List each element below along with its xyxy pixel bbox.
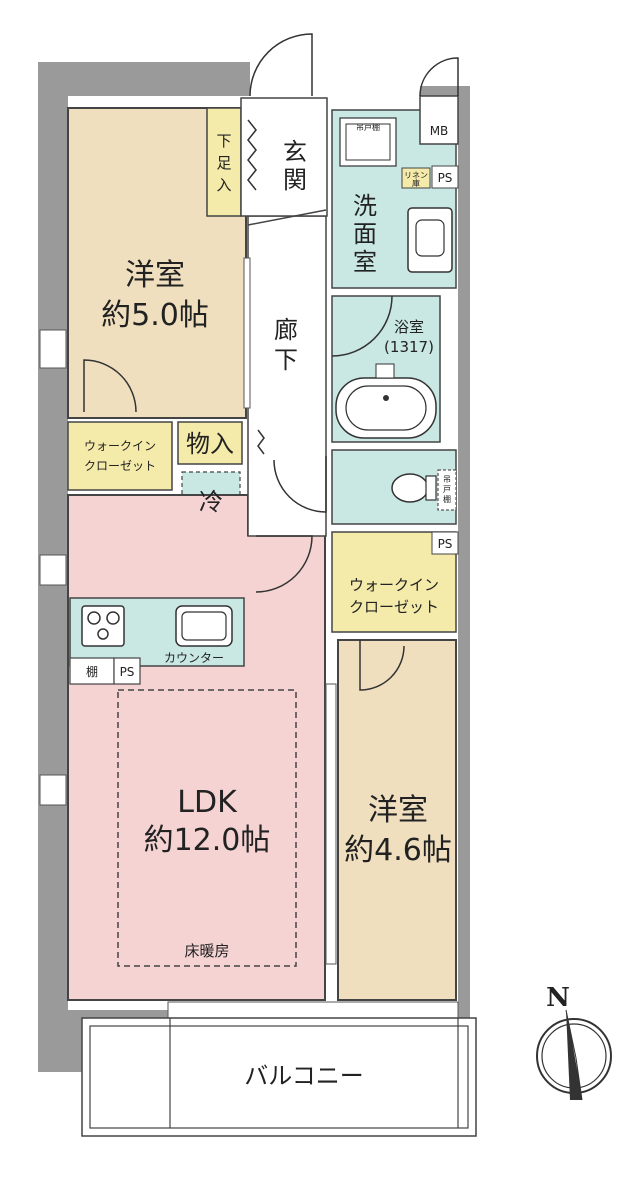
shoe-storage: [206, 107, 242, 217]
linen-closet: [401, 167, 431, 189]
western-room-2: [337, 639, 457, 1001]
entrance-label-2: 関: [283, 166, 307, 194]
western2-area: 約4.6帖: [344, 833, 452, 868]
ps-label-3: PS: [120, 665, 135, 679]
linen-label-2: 庫: [412, 178, 420, 188]
entrance-step: [247, 209, 327, 226]
toilet-shelf-2: 戸: [443, 485, 451, 494]
toilet-shelf: [437, 469, 457, 511]
mb-box: [419, 95, 459, 145]
washroom-label-1: 洗: [353, 192, 377, 220]
ps-box-3: [113, 657, 141, 685]
shoe-label-2: 足: [216, 154, 231, 172]
balcony: [81, 1001, 477, 1137]
ps-box-2: [431, 531, 459, 555]
hallway-label-2: 下: [274, 346, 298, 374]
mb-label: MB: [430, 124, 449, 138]
storage-room: [177, 421, 243, 465]
western1-area: 約5.0帖: [101, 298, 209, 333]
left-windows: [39, 329, 67, 806]
counter-label: カウンター: [164, 651, 224, 665]
ldk-room: [67, 494, 326, 1001]
toilet-shelf-3: 棚: [443, 494, 451, 504]
toilet-shelf-1: 吊: [443, 475, 451, 484]
ps-box-1: [431, 165, 459, 189]
wic1-label-1: ウォークイン: [84, 439, 156, 453]
washroom-label-2: 面: [353, 220, 377, 248]
hallway: [247, 215, 327, 537]
ps-label-2: PS: [438, 537, 453, 551]
washroom-label-3: 室: [353, 248, 377, 276]
shelf-box: [69, 657, 115, 685]
washer-unit: [339, 117, 397, 167]
fridge-label: 冷: [199, 488, 223, 516]
balcony-label: バルコニー: [244, 1062, 364, 1090]
floor-heating-label: 床暖房: [184, 942, 229, 960]
bathtub-icon: [335, 363, 437, 439]
shoe-label-1: 下: [216, 132, 231, 150]
wic2-label-2: クローゼット: [349, 598, 439, 616]
entrance: [240, 97, 328, 217]
ps-label-1: PS: [438, 171, 453, 185]
door-swings: [83, 33, 459, 691]
storage-label: 物入: [186, 430, 234, 458]
sliding-door: [325, 683, 337, 965]
compass-north-label: N: [546, 983, 570, 1013]
sink-icon: [175, 605, 233, 647]
floor-heating-area: [117, 689, 297, 967]
sliding-door-west1: [243, 257, 251, 409]
shelf-label: 棚: [86, 664, 98, 679]
compass: N: [536, 983, 612, 1101]
wic2-label-1: ウォークイン: [349, 576, 439, 594]
bathroom-label: 浴室: [394, 318, 424, 336]
stove-icon: [81, 605, 125, 647]
hallway-label-1: 廊: [274, 316, 298, 344]
toilet-icon: [391, 473, 437, 503]
wic1-label-2: クローゼット: [84, 459, 156, 473]
wash-basin: [407, 207, 453, 273]
wic-1: [67, 421, 173, 491]
bathroom-size: (1317): [384, 338, 434, 356]
washer-inner: [345, 123, 391, 161]
ldk-name: LDK: [177, 785, 238, 820]
linen-label-1: リネン: [404, 171, 428, 180]
ldk-area: 約12.0帖: [144, 823, 271, 858]
shoe-label-3: 入: [216, 176, 231, 194]
western2-name: 洋室: [368, 793, 428, 828]
entrance-label-1: 玄: [283, 138, 307, 166]
western1-name: 洋室: [125, 258, 185, 293]
basin-bowl: [415, 219, 445, 257]
hanging-shelf-wash: 吊戸棚: [356, 122, 380, 132]
